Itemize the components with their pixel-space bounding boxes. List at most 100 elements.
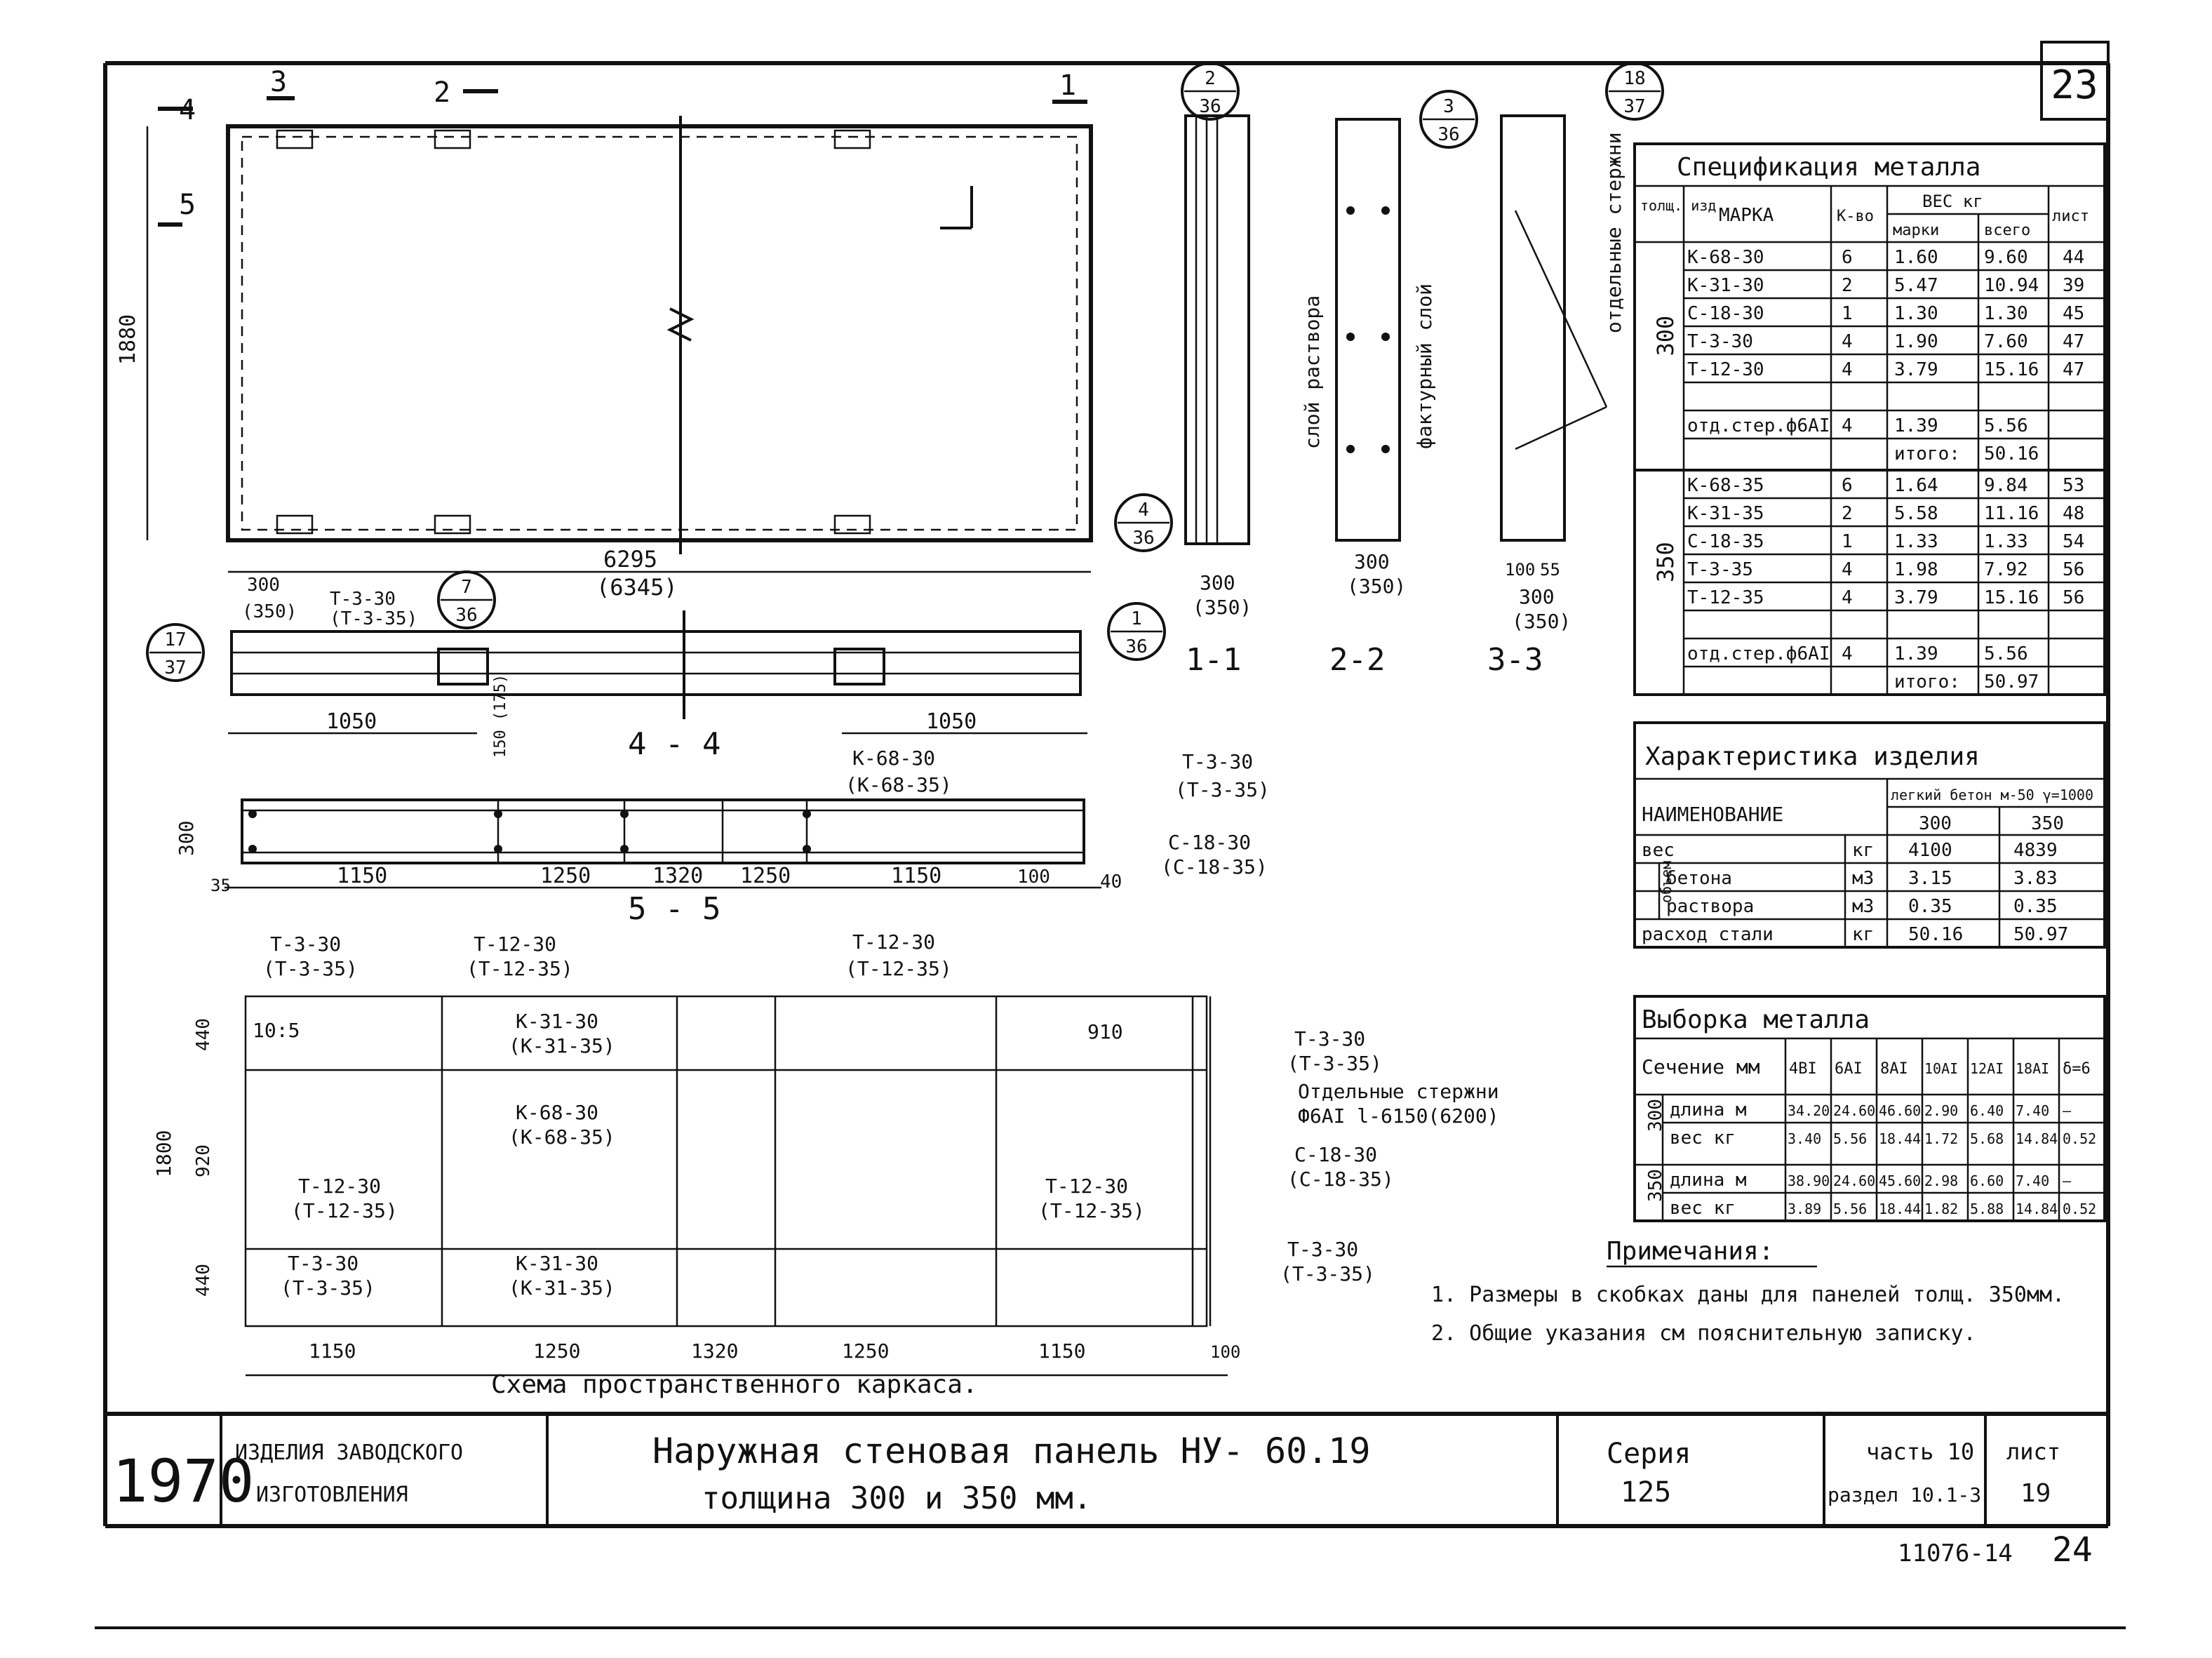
svg-text:36: 36 <box>1437 124 1459 145</box>
sheet-number: 23 <box>2051 62 2098 108</box>
svg-text:36: 36 <box>1125 636 1147 657</box>
sample-cell: 2.90 <box>1924 1102 1958 1119</box>
dim-350-left: (350) <box>242 601 297 622</box>
section-4-4: 1050 1050 150 (175) 4 - 4 Т-3-30 (Т-3-35… <box>228 589 1087 762</box>
svg-text:Т-3-30: Т-3-30 <box>1294 1027 1365 1050</box>
spec-total-value: 50.97 <box>1984 671 2039 693</box>
spec-cell: 2 <box>1842 275 1853 296</box>
cut-marker-2: 2 <box>434 76 450 109</box>
section-4-4-label: 4 - 4 <box>628 726 720 762</box>
spec-cell: отд.стер.ф6АI <box>1687 643 1830 664</box>
svg-text:35: 35 <box>210 876 231 895</box>
spec-cell: С-18-35 <box>1687 531 1764 552</box>
part-label: часть 10 <box>1866 1438 1974 1465</box>
svg-text:300: 300 <box>1519 585 1555 608</box>
spec-metal-table: Спецификация металла толщ. изд. МАРКА К-… <box>1633 142 2106 696</box>
section-2-2: слой раствора фактурный слой 300 (350) 2… <box>1301 118 1436 678</box>
series-label: Серия <box>1607 1438 1691 1470</box>
sample-cell: 14.84 <box>2016 1201 2058 1217</box>
sample-group: 350 <box>1645 1169 1666 1202</box>
sheet-frame <box>95 61 2126 1629</box>
svg-text:С-18-30: С-18-30 <box>1294 1143 1377 1166</box>
spec-cell: 56 <box>2063 587 2084 608</box>
cut-marker-3: 3 <box>270 66 287 98</box>
svg-text:(Т-3-35): (Т-3-35) <box>1287 1052 1382 1075</box>
section-1-1: 300 (350) 1-1 <box>1184 114 1252 678</box>
svg-text:40: 40 <box>1100 871 1122 892</box>
spec-cell: С-18-30 <box>1687 303 1764 324</box>
spec-cell: Т-3-30 <box>1687 331 1753 352</box>
svg-text:1320: 1320 <box>691 1339 738 1363</box>
ref-bubble-18-37: 18 37 <box>1605 62 1664 121</box>
char-unit: кг <box>1852 924 1874 945</box>
sample-cell: 24.60 <box>1833 1102 1875 1119</box>
sample-cell: 5.88 <box>1970 1201 2004 1217</box>
char-name: вес <box>1642 840 1675 861</box>
spec-cell: 45 <box>2063 303 2084 324</box>
ref-bubble-3-36: 3 36 <box>1419 90 1478 149</box>
svg-text:920: 920 <box>193 1144 214 1177</box>
spec-cell: 4 <box>1842 587 1853 608</box>
svg-text:17: 17 <box>164 629 186 650</box>
sample-cell: 14.84 <box>2016 1130 2058 1147</box>
sample-cell: 38.90 <box>1788 1172 1830 1189</box>
svg-text:(350): (350) <box>1347 575 1406 598</box>
ref-bubble-1-36: 1 36 <box>1107 602 1166 661</box>
spec-cell: 4 <box>1842 559 1853 580</box>
svg-text:910: 910 <box>1087 1020 1123 1043</box>
sample-cell: 3.40 <box>1788 1130 1821 1147</box>
marker-T-3-30-a: Т-3-30 <box>330 589 396 610</box>
spec-cell: К-68-30 <box>1687 247 1764 268</box>
spec-cell: 1.30 <box>1984 303 2028 324</box>
svg-text:Т-3-30: Т-3-30 <box>270 932 341 956</box>
sample-cell: 1.82 <box>1924 1201 1958 1217</box>
sample-cell: 0.52 <box>2063 1130 2096 1147</box>
svg-text:(Т-3-35): (Т-3-35) <box>1175 778 1270 801</box>
notes: Примечания: 1. Размеры в скобках даны дл… <box>1431 1237 2065 1346</box>
spec-cell: 53 <box>2063 475 2084 496</box>
svg-text:1: 1 <box>1131 608 1142 629</box>
dim-300-left: 300 <box>247 575 280 596</box>
svg-text:300: 300 <box>1354 550 1390 573</box>
dim-150-175: 150 (175) <box>492 674 509 758</box>
spec-total-label: итого: <box>1894 671 1960 693</box>
note-1: 1. Размеры в скобках даны для панелей то… <box>1431 1283 2065 1307</box>
svg-text:8АI: 8АI <box>1880 1060 1908 1078</box>
svg-text:Т-3-30: Т-3-30 <box>1182 750 1253 773</box>
svg-text:С-18-30: С-18-30 <box>1168 831 1251 854</box>
sample-cell: 0.52 <box>2063 1201 2096 1217</box>
cut-marker-1: 1 <box>1059 69 1076 102</box>
title-line-1: Наружная стеновая панель НУ- 60.19 <box>652 1431 1371 1471</box>
svg-text:(Т-3-35): (Т-3-35) <box>263 957 358 980</box>
svg-text:37: 37 <box>1623 96 1645 117</box>
spec-thickness: 300 <box>1652 316 1679 356</box>
svg-text:К-во: К-во <box>1837 208 1874 225</box>
svg-text:4: 4 <box>1138 500 1149 521</box>
section-label: раздел 10.1-3 <box>1828 1483 1981 1506</box>
series-value: 125 <box>1621 1476 1671 1509</box>
svg-text:объем: объем <box>1658 861 1675 903</box>
svg-text:МАРКА: МАРКА <box>1719 205 1774 226</box>
spec-cell: 6 <box>1842 475 1853 496</box>
spec-cell: 5.56 <box>1984 415 2028 436</box>
spec-total-value: 50.16 <box>1984 443 2039 464</box>
spec-cell: 15.16 <box>1984 587 2039 608</box>
section-3-3: отдельные стержни 100 55 300 (350) 3-3 <box>1487 114 1626 678</box>
spec-cell: 1.33 <box>1894 531 1938 552</box>
svg-text:6АI: 6АI <box>1835 1060 1863 1078</box>
sample-cell: 5.68 <box>1970 1130 2004 1147</box>
spec-cell: 5.47 <box>1894 275 1938 296</box>
svg-text:толщ. изд.: толщ. изд. <box>1640 197 1724 214</box>
spec-cell: 7.60 <box>1984 331 2028 352</box>
svg-text:ВЕС кг: ВЕС кг <box>1922 192 1983 211</box>
spec-cell: К-31-30 <box>1687 275 1764 296</box>
svg-text:18АI: 18АI <box>2016 1060 2049 1077</box>
svg-text:1150: 1150 <box>309 1339 356 1363</box>
spec-cell: 1.33 <box>1984 531 2028 552</box>
spec-cell: 3.79 <box>1894 587 1938 608</box>
section-3-3-label: 3-3 <box>1487 642 1543 678</box>
svg-text:1320: 1320 <box>652 864 703 888</box>
char-value-300: 4100 <box>1908 840 1952 861</box>
svg-text:Т-3-30: Т-3-30 <box>288 1252 358 1275</box>
